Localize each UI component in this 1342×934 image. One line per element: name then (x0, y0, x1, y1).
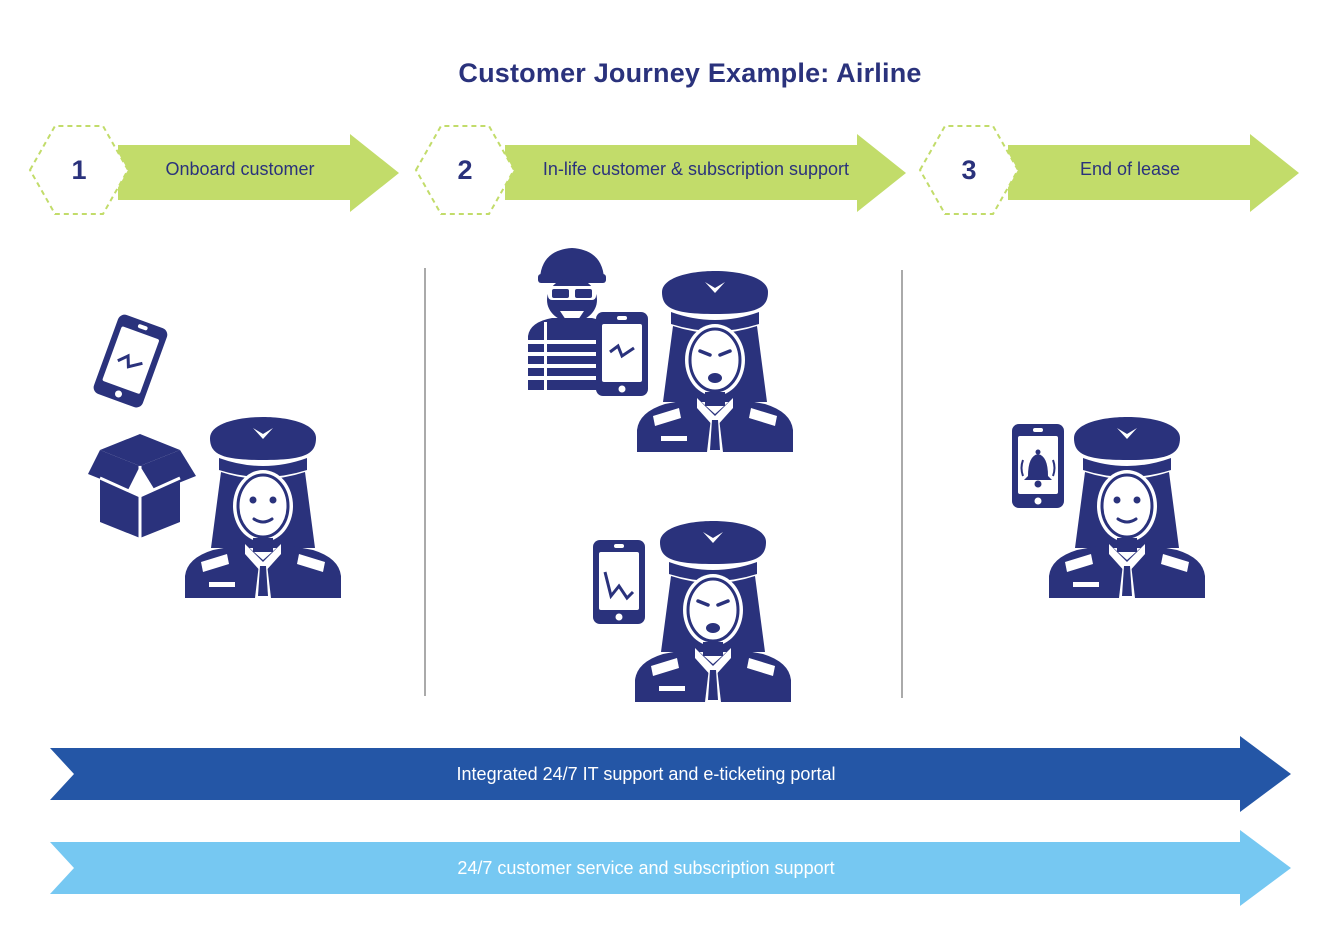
sad-female-pilot-icon-2 (633, 519, 793, 704)
step-hexagon-3 (918, 125, 1020, 215)
band-arrow-1 (50, 736, 1291, 812)
step-arrow-1 (28, 125, 399, 215)
step-hexagon-2 (414, 125, 516, 215)
phone-icon (596, 312, 648, 396)
step-label-3: End of lease (1079, 159, 1181, 179)
step-number-1: 1 (71, 155, 87, 185)
unboxing-phone-icon (88, 312, 196, 538)
step-number-2: 2 (457, 155, 473, 185)
step-hexagon-1 (28, 125, 130, 215)
sad-female-pilot-icon (635, 269, 795, 454)
band-label-1: Integrated 24/7 IT support and e-ticketi… (456, 764, 836, 784)
step-label-1: Onboard customer (165, 159, 315, 179)
female-pilot-icon (183, 415, 343, 600)
notification-bell-phone-icon (1012, 424, 1064, 508)
thief-icon (528, 248, 614, 392)
step-arrow-3 (918, 125, 1299, 215)
step-label-2: In-life customer & subscription support (542, 159, 850, 179)
step-arrow-2 (414, 125, 906, 215)
female-pilot-icon-3 (1047, 415, 1207, 600)
step-number-3: 3 (961, 155, 977, 185)
diagram-title: Customer Journey Example: Airline (458, 58, 922, 88)
band-arrow-2 (50, 830, 1291, 906)
band-label-2: 24/7 customer service and subscription s… (457, 858, 835, 878)
broken-graph-phone-icon (593, 540, 645, 624)
